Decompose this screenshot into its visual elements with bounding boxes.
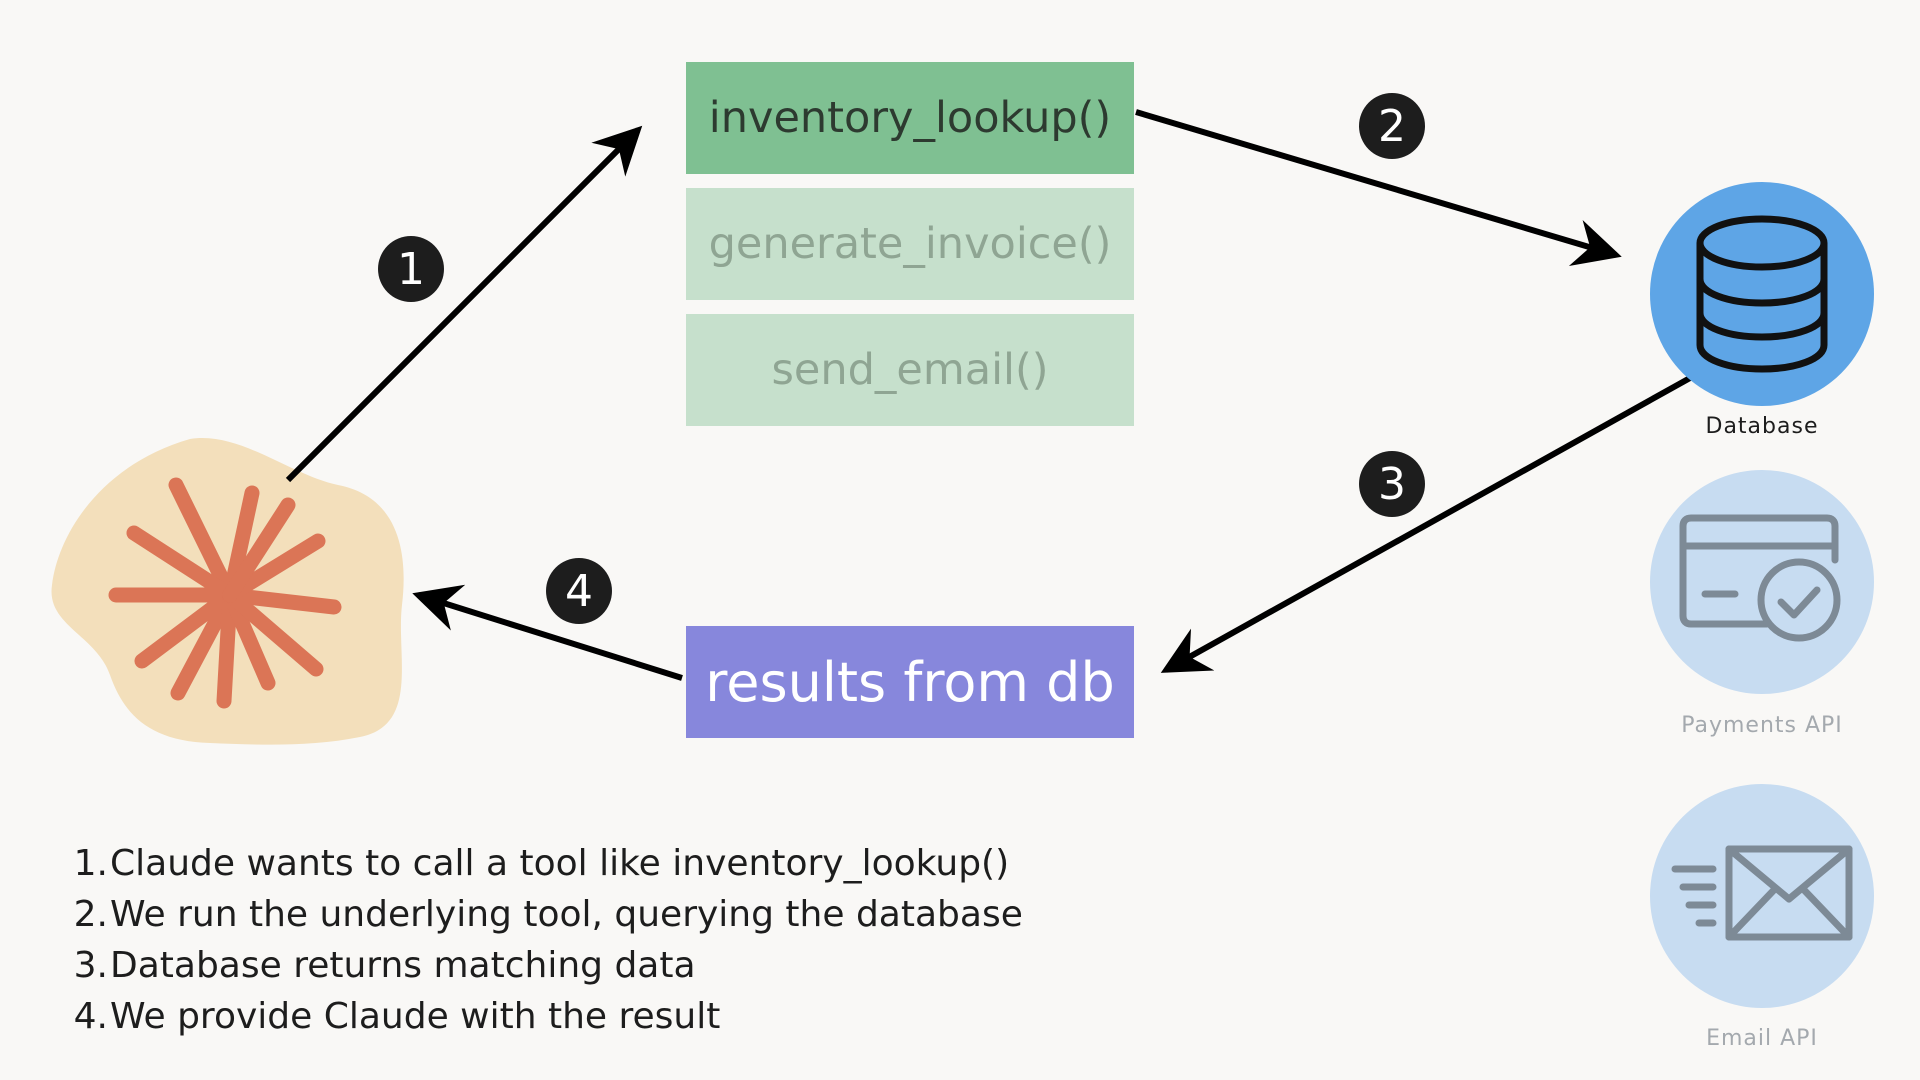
arrow-step-1 bbox=[285, 125, 643, 483]
step-number: 4. bbox=[73, 996, 108, 1037]
step-text: Claude wants to call a tool like invento… bbox=[110, 843, 1010, 884]
arrow-step-3 bbox=[1160, 375, 1692, 673]
step-number: 3. bbox=[73, 945, 108, 986]
arrow-step-2 bbox=[1135, 109, 1622, 267]
tool-generate-invoice: generate_invoice() bbox=[686, 188, 1134, 300]
claude-star-icon bbox=[108, 477, 342, 709]
step-text: Database returns matching data bbox=[110, 945, 696, 986]
tool-inventory-lookup: inventory_lookup() bbox=[686, 62, 1134, 174]
arrow-step-4 bbox=[412, 584, 683, 681]
database-service bbox=[1650, 182, 1874, 406]
step-text: We run the underlying tool, querying the… bbox=[110, 894, 1023, 935]
email-api-label: Email API bbox=[1706, 1026, 1818, 1051]
step-number: 2. bbox=[73, 894, 108, 935]
step-item: 2. We run the underlying tool, querying … bbox=[62, 889, 1023, 940]
steps-list: 1. Claude wants to call a tool like inve… bbox=[62, 838, 1023, 1042]
step-badge-2: 2 bbox=[1359, 93, 1425, 159]
payment-card-check-icon bbox=[1679, 514, 1841, 642]
email-api-service bbox=[1650, 784, 1874, 1008]
step-text: We provide Claude with the result bbox=[110, 996, 721, 1037]
database-label: Database bbox=[1705, 414, 1819, 439]
step-number: 1. bbox=[73, 843, 108, 884]
payments-api-service bbox=[1650, 470, 1874, 694]
claude-logo bbox=[51, 438, 404, 745]
results-box: results from db bbox=[686, 626, 1134, 738]
envelope-icon bbox=[1671, 845, 1853, 941]
step-badge-1: 1 bbox=[378, 236, 444, 302]
step-item: 4. We provide Claude with the result bbox=[62, 991, 1023, 1042]
tool-send-email: send_email() bbox=[686, 314, 1134, 426]
step-item: 1. Claude wants to call a tool like inve… bbox=[62, 838, 1023, 889]
payments-api-label: Payments API bbox=[1681, 713, 1843, 738]
database-icon bbox=[1696, 215, 1828, 373]
step-badge-3: 3 bbox=[1359, 451, 1425, 517]
step-item: 3. Database returns matching data bbox=[62, 940, 1023, 991]
step-badge-4: 4 bbox=[546, 558, 612, 624]
